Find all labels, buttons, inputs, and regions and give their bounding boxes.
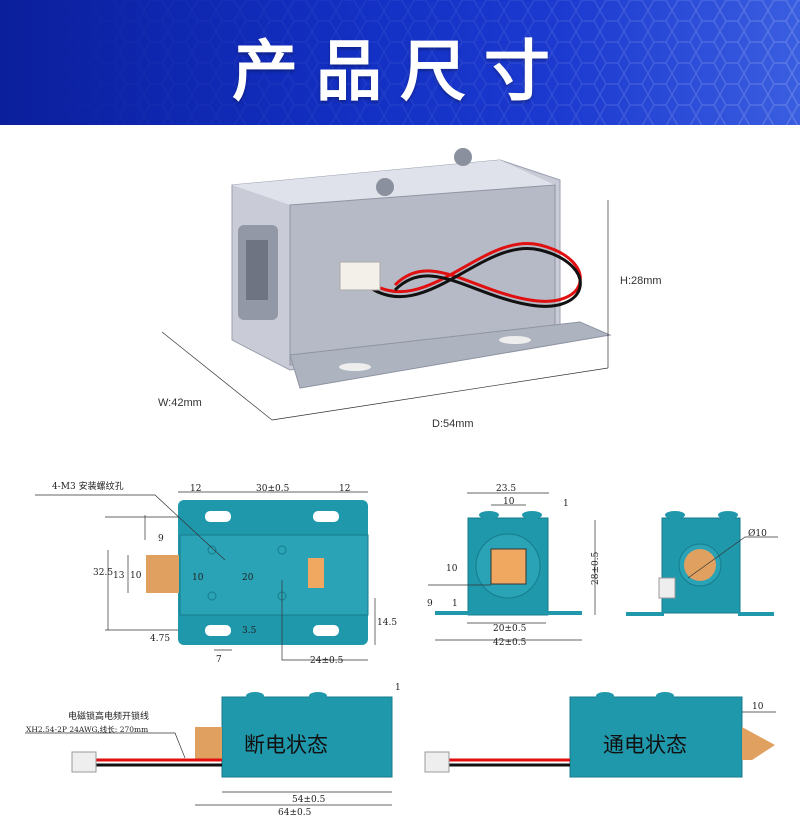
dim-side-height: 28±0.5 (591, 551, 601, 585)
dim-base-height: 9 (427, 599, 433, 609)
header-banner: 产品尺寸 (0, 0, 800, 125)
dim-side-width-top: 23.5 (496, 484, 516, 494)
dim-13: 13 (113, 571, 125, 581)
dim-top-left: 12 (190, 484, 201, 494)
dim-top-gap: 1 (563, 499, 569, 509)
depth-dimension-line (271, 367, 609, 421)
dim-plunger-height: 10 (446, 564, 458, 574)
hexagon-pattern (0, 0, 800, 125)
dim-gap: 1 (395, 683, 401, 693)
dim-body-length: 54±0.5 (292, 795, 326, 805)
end-view-drawing (626, 511, 778, 616)
dim-hole-x2: 20 (242, 573, 254, 583)
off-state-label: 断电状态 (244, 733, 328, 757)
on-state-label: 通电状态 (603, 733, 687, 757)
dim-bottom-offset: 4.75 (150, 634, 170, 644)
dim-overall-width: 42±0.5 (493, 638, 527, 648)
front-view-drawing (35, 491, 376, 661)
width-dimension-line (161, 331, 273, 421)
dim-plunger-width: 10 (503, 497, 515, 507)
mounting-hole-callout: 4-M3 安装螺纹孔 (52, 480, 124, 492)
side-view-drawing (428, 492, 596, 641)
dim-total-length: 64±0.5 (278, 808, 312, 818)
dim-10: 10 (130, 571, 142, 581)
dim-slot-height: 3.5 (242, 626, 257, 636)
dim-diameter: Ø10 (748, 528, 767, 539)
dim-extend: 10 (752, 702, 764, 712)
page-title: 产品尺寸 (232, 33, 568, 110)
wire-spec: XH2.54-2P 24AWG,线长: 270mm (26, 724, 148, 734)
dim-inner-width: 20±0.5 (493, 624, 527, 634)
dim-hole-x1: 10 (192, 573, 204, 583)
on-state-drawing (424, 692, 776, 778)
product-photo (231, 148, 612, 389)
dim-top-right: 12 (339, 484, 350, 494)
dim-plunger-length: 9 (158, 534, 164, 544)
dim-overall-height: 32.5 (93, 568, 113, 578)
depth-label: D:54mm (432, 418, 474, 430)
wire-title: 电磁锁高电频开锁线 (68, 710, 149, 722)
dim-right-height: 14.5 (377, 618, 397, 628)
off-state-drawing (25, 692, 393, 806)
dim-slot-width: 7 (216, 655, 222, 665)
dim-top-mid: 30±0.5 (256, 484, 290, 494)
dim-plate-thickness: 1 (452, 599, 458, 609)
height-label: H:28mm (620, 275, 662, 287)
dim-hole-bottom: 24±0.5 (310, 656, 344, 666)
width-label: W:42mm (158, 397, 202, 409)
